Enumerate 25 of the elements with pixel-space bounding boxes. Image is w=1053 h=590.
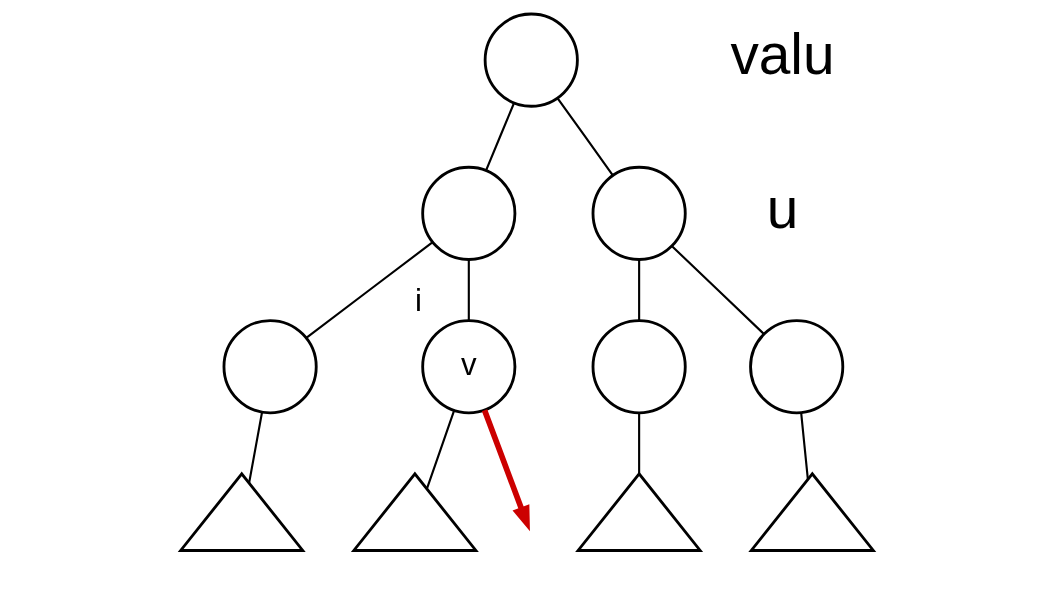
label: valu [729, 23, 835, 87]
node-triangle [574, 471, 703, 552]
node-triangle [350, 471, 479, 552]
connector [637, 259, 640, 321]
connector [484, 102, 515, 171]
connector [556, 97, 613, 176]
node-circle [222, 319, 318, 415]
node-circle [748, 319, 844, 415]
connector [305, 241, 433, 339]
node-circle [591, 319, 687, 415]
node-circle [591, 165, 687, 261]
connector [637, 413, 640, 474]
connector [425, 410, 455, 489]
connector [670, 245, 764, 335]
label: u [766, 176, 798, 240]
node-triangle [177, 471, 306, 552]
node-circle [420, 165, 516, 261]
node-label: i [414, 283, 422, 319]
connector [799, 412, 809, 480]
connector [247, 412, 263, 484]
arrow [481, 409, 530, 532]
node-circle: v [420, 319, 516, 415]
node-circle [483, 12, 579, 108]
node-triangle [747, 471, 876, 552]
connector [467, 259, 470, 321]
